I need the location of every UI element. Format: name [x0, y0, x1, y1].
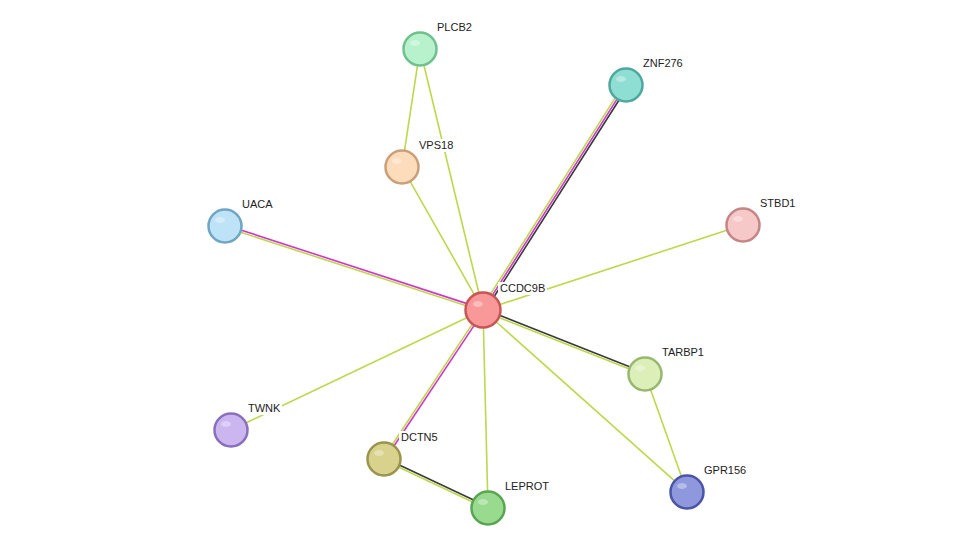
node-highlight [478, 499, 488, 505]
node-circle [470, 490, 506, 526]
evidence-strand [491, 98, 615, 293]
interaction-edge [424, 66, 479, 293]
node-circle [207, 208, 243, 244]
evidence-strand [241, 232, 466, 305]
protein-node: VPS18 [384, 149, 420, 185]
interaction-edge [246, 318, 466, 423]
interaction-edge [496, 322, 674, 481]
node-highlight [221, 421, 231, 427]
protein-label: ZNF276 [641, 57, 685, 70]
protein-node: GPR156 [669, 474, 705, 510]
interaction-edge [241, 230, 466, 305]
interaction-edge [651, 390, 682, 476]
node-highlight [733, 216, 743, 222]
evidence-strand [392, 324, 472, 444]
node-highlight [616, 76, 626, 82]
node-highlight [392, 158, 402, 164]
protein-node: TWNK [213, 412, 249, 448]
node-highlight [473, 301, 483, 307]
node-circle [213, 412, 249, 448]
evidence-strand [400, 465, 473, 500]
node-circle [215, 414, 248, 447]
node-circle [464, 291, 502, 329]
node-circle [725, 207, 761, 243]
protein-label: CCDC9B [498, 282, 547, 295]
evidence-strand [499, 318, 628, 369]
node-circle [608, 67, 644, 103]
interaction-edge [392, 324, 473, 445]
protein-label: VPS18 [417, 139, 455, 152]
node-circle [366, 441, 402, 477]
interaction-edge [491, 98, 619, 296]
node-circle [669, 474, 705, 510]
node-circle [627, 356, 663, 392]
protein-node: UACA [207, 208, 243, 244]
node-circle [386, 151, 419, 184]
evidence-strand [246, 318, 466, 423]
protein-node: LEPROT [470, 490, 506, 526]
protein-label: TARBP1 [660, 346, 706, 359]
node-circle [629, 358, 662, 391]
evidence-strand [405, 66, 418, 150]
node-highlight [410, 40, 420, 46]
interaction-edge [483, 328, 487, 491]
interaction-edge [399, 465, 473, 501]
protein-label: PLCB2 [435, 21, 474, 34]
interaction-edge [410, 182, 474, 295]
node-circle [671, 476, 704, 509]
protein-label: UACA [240, 198, 275, 211]
node-circle [466, 293, 501, 328]
protein-node: PLCB2 [402, 31, 438, 67]
evidence-strand [496, 322, 674, 481]
node-highlight [215, 217, 225, 223]
protein-node: CCDC9B [464, 291, 502, 329]
protein-node: DCTN5 [366, 441, 402, 477]
interaction-edge [405, 66, 418, 150]
evidence-strand [493, 99, 617, 294]
node-circle [404, 33, 437, 66]
evidence-strand [651, 390, 682, 476]
node-circle [402, 31, 438, 67]
protein-label: GPR156 [702, 464, 748, 477]
node-highlight [374, 450, 384, 456]
node-circle [384, 149, 420, 185]
protein-label: DCTN5 [399, 431, 440, 444]
protein-label: TWNK [246, 402, 282, 415]
evidence-strand [424, 66, 479, 293]
evidence-strand [495, 101, 619, 296]
evidence-strand [500, 316, 629, 367]
protein-node: STBD1 [725, 207, 761, 243]
node-highlight [635, 365, 645, 371]
evidence-strand [394, 326, 474, 446]
protein-label: LEPROT [503, 480, 551, 493]
node-circle [610, 69, 643, 102]
evidence-strand [410, 182, 474, 295]
protein-label: STBD1 [758, 197, 797, 210]
node-circle [209, 210, 242, 243]
evidence-strand [483, 328, 487, 491]
evidence-strand [399, 467, 472, 502]
node-highlight [677, 483, 687, 489]
protein-node: ZNF276 [608, 67, 644, 103]
node-circle [727, 209, 760, 242]
node-circle [368, 443, 401, 476]
protein-node: TARBP1 [627, 356, 663, 392]
evidence-strand [242, 230, 467, 303]
node-circle [472, 492, 505, 525]
